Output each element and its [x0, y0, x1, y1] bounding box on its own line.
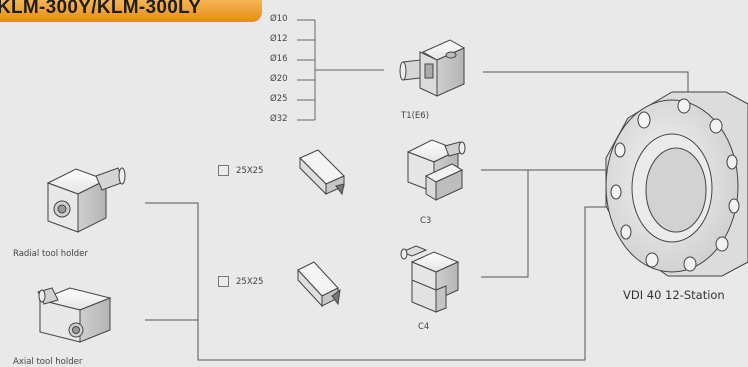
diameter-option-12: Ø12	[270, 34, 288, 44]
diameter-option-32: Ø32	[270, 114, 288, 124]
connector-lines	[145, 71, 689, 361]
vdi-turret-drawing	[605, 91, 748, 277]
axial-holder-drawing	[37, 287, 112, 343]
shank-size-label-bottom: 25X25	[236, 277, 264, 287]
c4-to-turret-line	[481, 169, 612, 278]
diameter-bracket	[297, 19, 384, 121]
shank-size-checkbox-bottom[interactable]	[218, 276, 229, 287]
square-shank-tool-top	[299, 149, 345, 196]
t1-to-turret-line	[483, 71, 689, 100]
c3-holder-label: C3	[420, 216, 432, 226]
diameter-option-25: Ø25	[270, 94, 288, 104]
turret-label: VDI 40 12-Station	[623, 288, 725, 302]
model-title: KLM-300Y/KLM-300LY	[0, 0, 202, 18]
c3-holder-drawing	[406, 139, 466, 201]
model-title-tab: KLM-300Y/KLM-300LY	[0, 0, 262, 22]
axial-holder-label: Axial tool holder	[13, 357, 83, 367]
diameter-option-20: Ø20	[270, 74, 288, 84]
diameter-option-10: Ø10	[270, 14, 288, 24]
diameter-option-16: Ø16	[270, 54, 288, 64]
radial-bracket-line	[145, 202, 622, 361]
radial-holder-label: Radial tool holder	[13, 249, 88, 259]
c4-holder-drawing	[400, 245, 460, 313]
shank-size-label-top: 25X25	[236, 166, 264, 176]
shank-size-checkbox-top[interactable]	[218, 165, 229, 176]
radial-holder-drawing	[46, 167, 126, 233]
c4-holder-label: C4	[418, 322, 430, 332]
square-shank-tool-bottom	[297, 261, 341, 308]
t1-holder-drawing	[399, 39, 466, 97]
t1-holder-label: T1(E6)	[401, 111, 430, 121]
